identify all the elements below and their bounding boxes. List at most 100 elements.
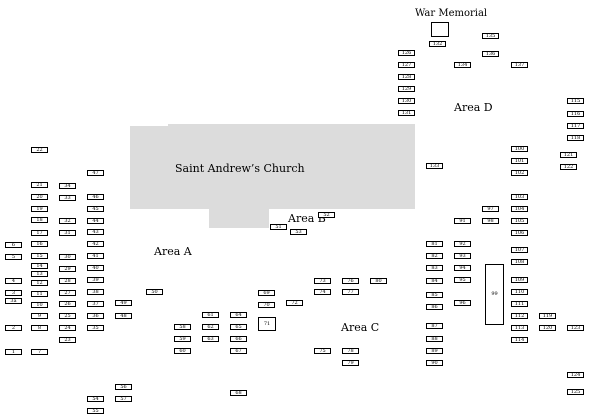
plot-79: 79 bbox=[342, 360, 359, 366]
plot-90: 90 bbox=[426, 360, 443, 366]
plot-27: 27 bbox=[59, 290, 76, 296]
plot-3: 3 bbox=[5, 290, 22, 296]
plot-125: 125 bbox=[567, 389, 584, 395]
plot-118: 118 bbox=[567, 135, 584, 141]
plot-100: 100 bbox=[511, 146, 528, 152]
war-memorial-marker bbox=[431, 22, 449, 37]
war-memorial-label: War Memorial bbox=[415, 8, 488, 19]
plot-7: 7 bbox=[31, 349, 48, 355]
plot-97: 97 bbox=[482, 206, 499, 212]
area-a-label: Area A bbox=[154, 245, 192, 258]
plot-22: 22 bbox=[31, 147, 48, 153]
plot-91: 91 bbox=[454, 218, 471, 224]
plot-92: 92 bbox=[454, 241, 471, 247]
plot-108: 108 bbox=[511, 259, 528, 265]
plot-116: 116 bbox=[567, 111, 584, 117]
plot-44: 44 bbox=[87, 218, 104, 224]
plot-63: 63 bbox=[202, 336, 219, 342]
plot-86: 86 bbox=[426, 304, 443, 310]
plot-38: 38 bbox=[87, 289, 104, 295]
plot-83: 83 bbox=[426, 265, 443, 271]
plot-45: 45 bbox=[87, 206, 104, 212]
plot-82: 82 bbox=[426, 253, 443, 259]
plot-133: 133 bbox=[426, 163, 443, 169]
plot-114: 114 bbox=[511, 337, 528, 343]
plot-37: 37 bbox=[87, 301, 104, 307]
plot-115: 115 bbox=[567, 98, 584, 104]
plot-64: 64 bbox=[230, 312, 247, 318]
plot-101: 101 bbox=[511, 158, 528, 164]
plot-60: 60 bbox=[174, 348, 191, 354]
area-c-label: Area C bbox=[341, 321, 380, 334]
plot-20: 20 bbox=[31, 194, 48, 200]
plot-67: 67 bbox=[230, 348, 247, 354]
plot-62: 62 bbox=[202, 324, 219, 330]
plot-122: 122 bbox=[560, 164, 577, 170]
plot-87: 87 bbox=[426, 323, 443, 329]
plot-106: 106 bbox=[511, 230, 528, 236]
plot-28: 28 bbox=[59, 278, 76, 284]
plot-10: 10 bbox=[31, 302, 48, 308]
plot-136: 136 bbox=[482, 51, 499, 57]
area-b-label: Area B bbox=[288, 212, 326, 225]
plot-48: 48 bbox=[115, 313, 132, 319]
plot-29: 29 bbox=[59, 266, 76, 272]
plot-72: 72 bbox=[286, 300, 303, 306]
plot-41: 41 bbox=[87, 253, 104, 259]
plot-16: 16 bbox=[31, 241, 48, 247]
plot-17: 17 bbox=[31, 230, 48, 236]
plot-127: 127 bbox=[398, 62, 415, 68]
plot-56: 56 bbox=[115, 384, 132, 390]
plot-23: 23 bbox=[59, 337, 76, 343]
plot-74: 74 bbox=[314, 289, 331, 295]
plot-123: 123 bbox=[567, 325, 584, 331]
plot-35: 35 bbox=[87, 325, 104, 331]
plot-135: 135 bbox=[482, 33, 499, 39]
plot-57: 57 bbox=[115, 396, 132, 402]
plot-59: 59 bbox=[174, 336, 191, 342]
plot-110: 110 bbox=[511, 289, 528, 295]
plot-124: 124 bbox=[567, 372, 584, 378]
plot-78: 78 bbox=[342, 348, 359, 354]
plot-33: 33 bbox=[59, 195, 76, 201]
plot-9: 9 bbox=[31, 313, 48, 319]
plot-80: 80 bbox=[370, 278, 387, 284]
plot-42: 42 bbox=[87, 241, 104, 247]
plot-81: 81 bbox=[426, 241, 443, 247]
plot-134: 134 bbox=[454, 62, 471, 68]
plot-76: 76 bbox=[342, 278, 359, 284]
plot-50: 50 bbox=[146, 289, 163, 295]
plot-102: 102 bbox=[511, 170, 528, 176]
plot-25: 25 bbox=[59, 313, 76, 319]
church-upper-wing bbox=[168, 124, 415, 128]
plot-11: 11 bbox=[31, 291, 48, 297]
plot-131: 131 bbox=[398, 110, 415, 116]
plot-2: 2 bbox=[5, 325, 22, 331]
plot-54: 54 bbox=[87, 396, 104, 402]
plot-51: 51 bbox=[270, 224, 287, 230]
plot-103: 103 bbox=[511, 194, 528, 200]
plot-77: 77 bbox=[342, 289, 359, 295]
plot-13: 13 bbox=[31, 271, 48, 277]
plot-58: 58 bbox=[174, 324, 191, 330]
plot-69: 69 bbox=[258, 290, 275, 296]
plot-8: 8 bbox=[31, 325, 48, 331]
plot-119: 119 bbox=[539, 313, 556, 319]
plot-14: 14 bbox=[31, 263, 48, 269]
plot-52: 52 bbox=[318, 212, 335, 218]
plot-89: 89 bbox=[426, 348, 443, 354]
plot-15: 15 bbox=[31, 253, 48, 259]
plot-55: 55 bbox=[87, 408, 104, 414]
plot-61: 61 bbox=[202, 312, 219, 318]
plot-109: 109 bbox=[511, 277, 528, 283]
plot-120: 120 bbox=[539, 325, 556, 331]
plot-47: 47 bbox=[87, 170, 104, 176]
plot-126: 126 bbox=[398, 50, 415, 56]
plot-105: 105 bbox=[511, 218, 528, 224]
plot-19: 19 bbox=[31, 206, 48, 212]
plot-6: 6 bbox=[5, 242, 22, 248]
plot-40: 40 bbox=[87, 265, 104, 271]
plot-129: 129 bbox=[398, 86, 415, 92]
plot-111: 111 bbox=[511, 301, 528, 307]
